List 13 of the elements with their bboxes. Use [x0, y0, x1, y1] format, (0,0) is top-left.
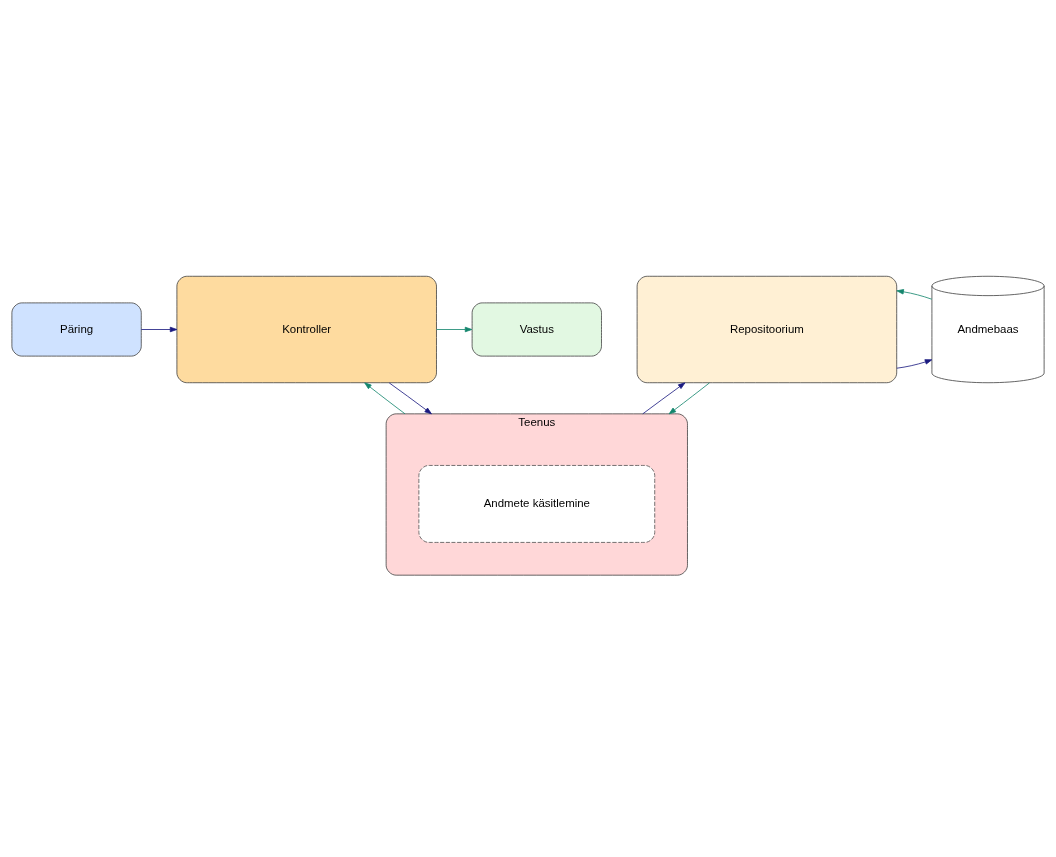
- arrow: [668, 381, 710, 414]
- arrow: [436, 326, 473, 332]
- arrow: [642, 381, 686, 414]
- arrow: [388, 381, 432, 414]
- arrow: [364, 381, 406, 414]
- node-box: Päring: [11, 301, 142, 357]
- node-box: Repositoorium: [636, 275, 898, 383]
- arrow: [896, 288, 933, 300]
- node-box: Kontroller: [176, 275, 437, 383]
- arrow: [896, 358, 933, 369]
- arrow: [140, 326, 178, 332]
- node-box: Andmete käsitlemine: [418, 464, 656, 543]
- node-box: Vastus: [471, 301, 602, 357]
